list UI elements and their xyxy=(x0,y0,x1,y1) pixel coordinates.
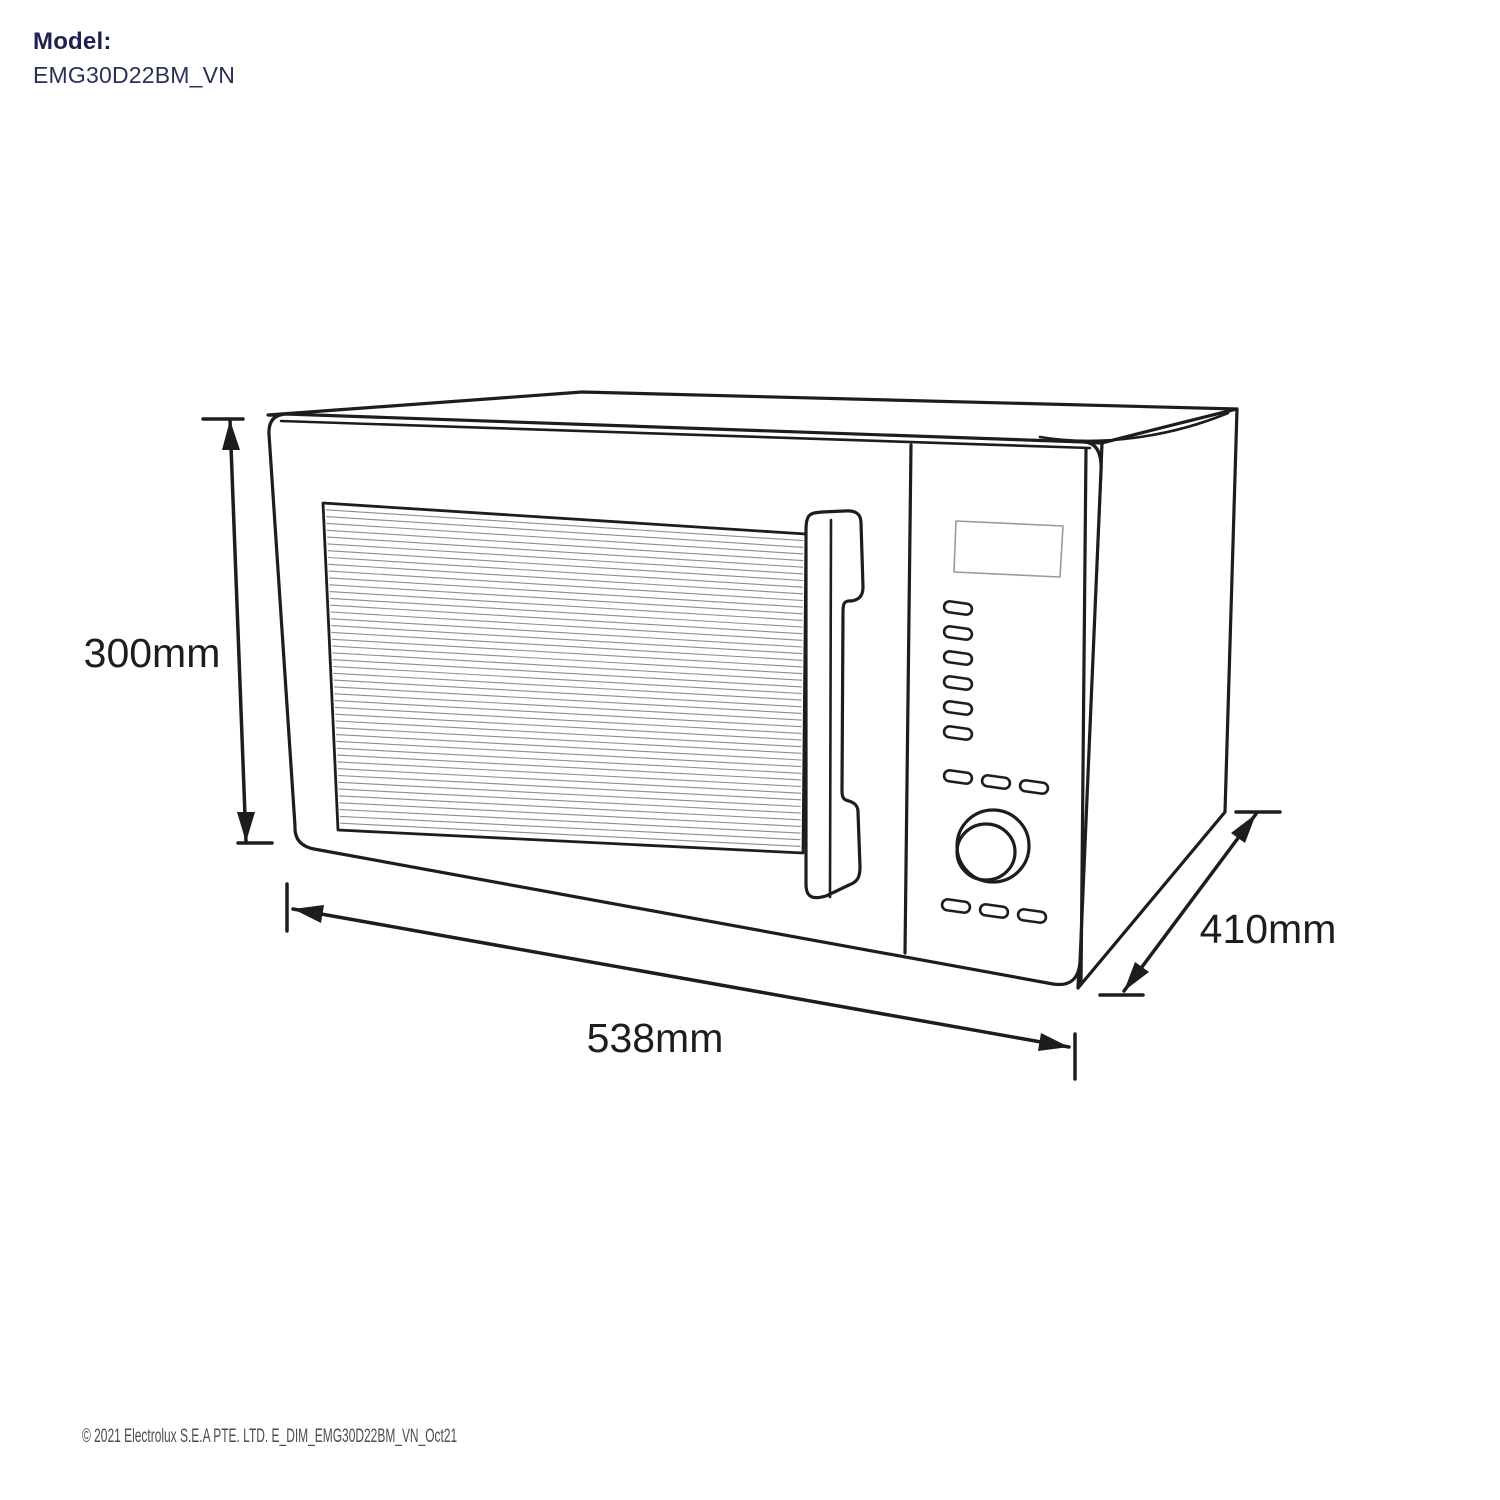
height-arrow-up xyxy=(222,420,240,450)
top-right-bevel-curve xyxy=(1038,411,1230,443)
door-handle-outline xyxy=(804,509,865,900)
door-window-hatch xyxy=(325,509,804,847)
depth-dimension-line xyxy=(1122,812,1258,993)
front-face xyxy=(267,412,1103,987)
panel-button-pill xyxy=(942,725,974,741)
door-handle xyxy=(804,509,865,900)
panel-button-pill xyxy=(980,774,1012,790)
copyright-footer: © 2021 Electrolux S.E.A PTE. LTD. E_DIM_… xyxy=(82,1426,458,1447)
right-side-face xyxy=(1076,407,1239,990)
depth-arrow-down xyxy=(1124,962,1149,991)
door-separator-line xyxy=(903,443,913,955)
panel-button-pill xyxy=(942,675,974,691)
microwave-outline xyxy=(266,390,1239,990)
depth-dimension-label: 410mm xyxy=(1200,906,1337,952)
panel-button-pill xyxy=(942,600,974,616)
width-dimension-label: 538mm xyxy=(587,1015,724,1061)
width-arrow-right xyxy=(1038,1033,1069,1051)
control-panel xyxy=(940,520,1064,924)
front-top-bevel-line xyxy=(279,419,1092,450)
model-label: Model: xyxy=(33,28,112,55)
height-dimension-label: 300mm xyxy=(84,630,221,676)
panel-button-pill xyxy=(942,625,974,641)
panel-button-pill xyxy=(1018,779,1050,795)
control-buttons xyxy=(940,600,1050,924)
panel-button-pill xyxy=(978,903,1010,919)
dimension-annotations: 300mm 538mm 410mm xyxy=(84,417,1337,1081)
display-screen xyxy=(953,520,1064,578)
door-window xyxy=(321,501,808,855)
panel-button-pill xyxy=(942,700,974,716)
dimension-height: 300mm xyxy=(84,417,274,845)
height-arrow-down xyxy=(237,812,255,842)
panel-button-pill xyxy=(942,650,974,666)
height-dimension-line xyxy=(228,418,248,844)
panel-button-pill xyxy=(940,898,972,914)
control-knob xyxy=(955,808,1031,884)
front-corner-band-line xyxy=(1079,447,1088,986)
panel-button-pill xyxy=(1016,908,1048,924)
knob-inner xyxy=(955,822,1017,882)
model-header: Model: EMG30D22BM_VN xyxy=(33,28,235,88)
width-dimension-line xyxy=(291,907,1071,1049)
model-value: EMG30D22BM_VN xyxy=(33,61,236,88)
door-window-frame xyxy=(321,501,808,855)
door-handle-edge-line xyxy=(828,518,833,899)
panel-button-pill xyxy=(942,769,974,785)
dimension-width: 538mm xyxy=(285,882,1077,1081)
depth-arrow-up xyxy=(1231,814,1256,843)
dimension-depth: 410mm xyxy=(1098,810,1337,997)
width-arrow-left xyxy=(293,905,324,923)
